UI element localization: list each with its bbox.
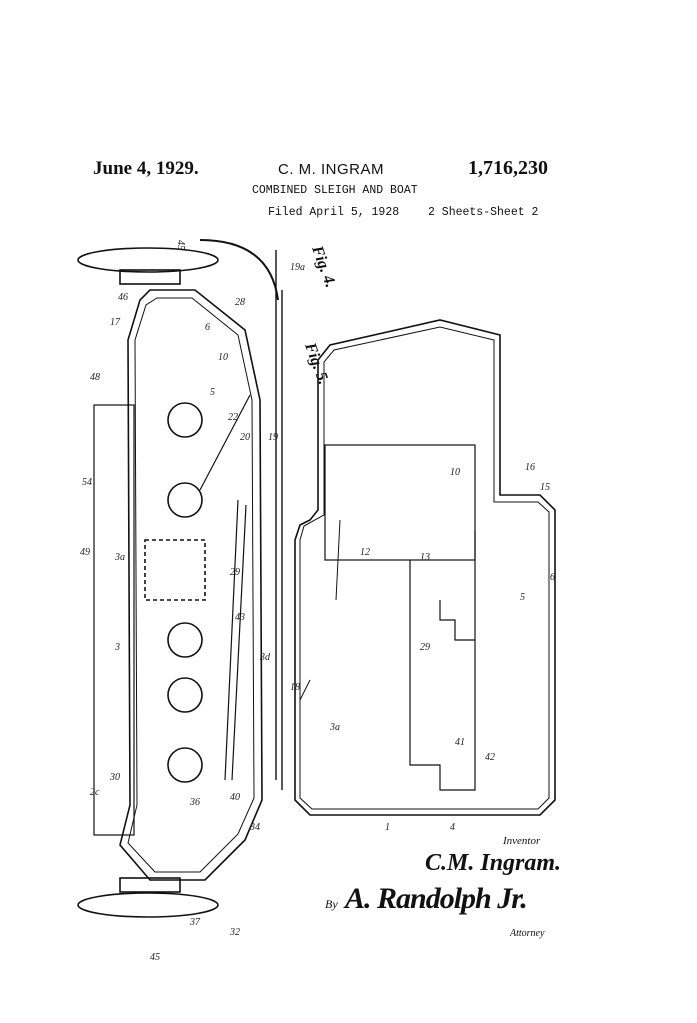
sheet-count: 2 Sheets-Sheet 2 [428, 206, 539, 219]
fig4-label: Fig. 4. [308, 243, 339, 290]
svg-text:20: 20 [240, 432, 250, 443]
svg-text:13: 13 [420, 552, 430, 563]
svg-text:45: 45 [175, 240, 186, 250]
porthole [167, 402, 203, 438]
svg-text:10: 10 [450, 467, 460, 478]
svg-text:3: 3 [114, 642, 120, 653]
svg-text:3a: 3a [114, 552, 125, 563]
svg-text:1: 1 [385, 822, 390, 833]
patent-number: 1,716,230 [468, 157, 548, 179]
svg-text:43: 43 [235, 612, 245, 623]
porthole [167, 677, 203, 713]
svg-text:5: 5 [520, 592, 525, 603]
svg-text:49: 49 [80, 547, 90, 558]
svg-text:17: 17 [110, 317, 121, 328]
by-label: By [325, 897, 338, 911]
svg-text:48: 48 [90, 372, 100, 383]
svg-text:29: 29 [420, 642, 430, 653]
inventor-signature: C.M. Ingram. [425, 850, 562, 876]
svg-text:12: 12 [360, 547, 370, 558]
svg-text:4: 4 [450, 822, 455, 833]
patent-title: COMBINED SLEIGH AND BOAT [252, 184, 418, 197]
cabin-roof [93, 404, 135, 836]
attorney-label: Attorney [510, 928, 545, 939]
porthole [167, 482, 203, 518]
svg-text:40: 40 [230, 792, 240, 803]
svg-text:32: 32 [229, 927, 240, 938]
attorney-signature: A. Randolph Jr. [345, 882, 528, 915]
svg-text:34: 34 [249, 822, 260, 833]
svg-text:6: 6 [205, 322, 210, 333]
svg-text:2c: 2c [90, 787, 100, 798]
svg-text:37: 37 [189, 917, 201, 928]
svg-text:29: 29 [230, 567, 240, 578]
svg-text:3a: 3a [329, 722, 340, 733]
svg-text:30: 30 [109, 772, 120, 783]
fig5-outline [294, 319, 556, 816]
svg-text:18: 18 [290, 682, 300, 693]
svg-text:19a: 19a [290, 262, 305, 273]
runner [275, 250, 283, 790]
svg-text:10: 10 [218, 352, 228, 363]
svg-text:15: 15 [540, 482, 550, 493]
svg-text:3d: 3d [259, 652, 271, 663]
svg-text:6: 6 [550, 572, 555, 583]
svg-text:19: 19 [268, 432, 278, 443]
patent-date: June 4, 1929. [93, 158, 199, 179]
svg-text:28: 28 [235, 297, 245, 308]
svg-text:42: 42 [485, 752, 495, 763]
hull-outline [119, 289, 263, 881]
filed-date: Filed April 5, 1928 [268, 206, 400, 219]
reference-numerals: 45 46 17 48 6 10 28 19a 5 22 20 19 54 49… [80, 240, 555, 963]
svg-text:5: 5 [210, 387, 215, 398]
fig5-label: Fig. 5. [301, 340, 332, 387]
svg-text:22: 22 [228, 412, 238, 423]
inventor-label: Inventor [503, 835, 541, 847]
propeller-rear [77, 892, 219, 918]
svg-text:45: 45 [150, 952, 160, 963]
propeller-front [77, 247, 219, 273]
svg-text:16: 16 [525, 462, 535, 473]
svg-text:41: 41 [455, 737, 465, 748]
inventor-header: C. M. INGRAM [278, 161, 384, 178]
svg-text:54: 54 [82, 477, 92, 488]
porthole [167, 622, 203, 658]
svg-text:46: 46 [118, 292, 128, 303]
svg-text:36: 36 [189, 797, 200, 808]
porthole [167, 747, 203, 783]
